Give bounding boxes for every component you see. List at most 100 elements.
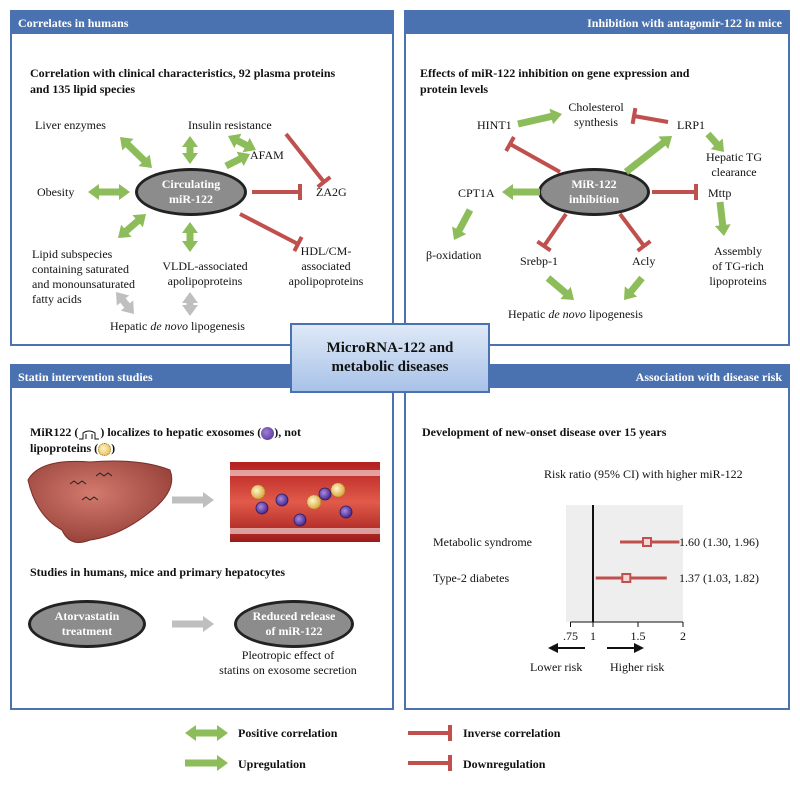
arrow-lrp1 (623, 136, 672, 175)
exosome-particle (275, 493, 289, 507)
lipoprotein-particle (250, 484, 266, 500)
label-lipid-subspecies: Lipid subspecies containing saturated an… (32, 247, 135, 306)
arrow-srebp-hepatic (545, 275, 574, 300)
legend-upregulation-icon (185, 755, 228, 771)
arrow-atorvastatin (172, 616, 214, 632)
panel-header-risk: Association with disease risk (406, 366, 788, 388)
label-lrp1: LRP1 (677, 118, 706, 132)
arrow-vldl (182, 222, 198, 252)
label-liver-enzymes: Liver enzymes (35, 118, 106, 132)
forest-plot-background (566, 505, 683, 622)
label-assembly-tg-lipoproteins: Assembly of TG-rich lipoproteins (709, 244, 767, 288)
vessel-particles (250, 482, 353, 527)
label-hepatic-lipogenesis-humans: Hepatic de novo lipogenesis (110, 319, 245, 333)
inhibit-srebp (536, 212, 568, 253)
higher-risk-arrowhead-icon (634, 643, 644, 653)
label-lower-risk: Lower risk (530, 660, 583, 674)
risk-axis-title: Risk ratio (95% CI) with higher miR-122 (544, 467, 743, 481)
arrow-mir122-afam (224, 151, 250, 170)
blood-vessel-illustration (230, 462, 380, 542)
legend-positive-icon (185, 725, 228, 741)
forest-point-estimate (642, 537, 652, 547)
mice-subtitle: Effects of miR-122 inhibition on gene ex… (420, 66, 690, 96)
exosome-icon (261, 426, 275, 440)
arrow-insulin-afam (228, 133, 256, 153)
inhibit-hdl (239, 212, 304, 253)
exosome-particle (293, 513, 307, 527)
label-beta-oxidation: β-oxidation (426, 248, 482, 262)
legend-inverse-icon (408, 725, 452, 741)
label-insulin-resistance: Insulin resistance (188, 118, 272, 132)
label-afam: AFAM (250, 148, 284, 162)
forest-value-label: 1.37 (1.03, 1.82) (679, 571, 759, 585)
arrow-liver-enzymes (120, 137, 152, 168)
label-cpt1a: CPT1A (458, 186, 495, 200)
lipoprotein-particle (330, 482, 346, 498)
center-title-line2: metabolic diseases (331, 359, 449, 375)
arrow-acly-hepatic (624, 275, 645, 300)
exosome-particle (339, 505, 353, 519)
reduced-release-oval: Reduced release of miR-122 (234, 600, 354, 648)
legend-inverse-label: Inverse correlation (463, 726, 561, 740)
arrow-layer (88, 107, 731, 771)
arrow-beta-oxidation (452, 208, 474, 240)
atorvastatin-oval: Atorvastatin treatment (28, 600, 146, 648)
inhibit-hint1 (504, 136, 561, 174)
forest-tick-label: 2 (680, 629, 686, 643)
label-za2g: ZA2G (316, 185, 347, 199)
inhibit-za2g (252, 184, 302, 200)
forest-category-label: Metabolic syndrome (433, 535, 532, 549)
center-title-box: MicroRNA-122 and metabolic diseases (290, 323, 490, 393)
forest-tick-label: .75 (563, 629, 578, 643)
studies-subtitle: Studies in humans, mice and primary hepa… (30, 565, 286, 579)
mir122-inhibition-oval: MiR-122 inhibition (538, 168, 650, 216)
exosome-particle (318, 487, 332, 501)
arrow-assembly (714, 201, 731, 236)
mirna-symbol-icon (78, 428, 100, 440)
label-pleiotropic-effect: Pleotropic effect of statins on exosome … (219, 648, 357, 677)
panel-disease-risk: Association with disease risk (404, 364, 790, 710)
legend-downregulation-icon (408, 755, 452, 771)
forest-point-estimate (621, 573, 632, 583)
inhibit-acly (618, 212, 652, 253)
label-hdl-apolipoproteins: HDL/CM- associated apolipoproteins (288, 244, 364, 288)
label-hepatic-lipogenesis-mice: Hepatic de novo lipogenesis (508, 307, 643, 321)
label-srebp1: Srebp-1 (520, 254, 558, 268)
forest-ticks: .75 1 1.5 2 (563, 622, 686, 643)
label-obesity: Obesity (37, 185, 75, 199)
center-title-line1: MicroRNA-122 and (326, 340, 454, 356)
forest-category-label: Type-2 diabetes (433, 571, 509, 585)
circulating-mir122-oval: Circulating miR-122 (135, 168, 247, 216)
forest-rows: Metabolic syndrome 1.60 (1.30, 1.96) Type-… (433, 535, 759, 585)
arrow-hepatic-tg (705, 131, 724, 152)
lipoprotein-icon (98, 442, 112, 456)
forest-tick-label: 1 (590, 629, 596, 643)
forest-tick-label: 1.5 (631, 629, 646, 643)
legend-positive-label: Positive correlation (238, 726, 338, 740)
label-hint1: HINT1 (477, 118, 512, 132)
panel-header-mice: Inhibition with antagomir-122 in mice (406, 12, 788, 34)
arrow-insulin-resistance (182, 136, 198, 164)
inhibit-mttp (652, 184, 698, 200)
arrow-liver-vessel (172, 492, 214, 508)
legend-upregulation-label: Upregulation (238, 757, 306, 771)
inhibit-lrp1-cholesterol (630, 107, 669, 125)
inhibit-afam-za2g (284, 132, 332, 189)
label-acly: Acly (632, 254, 656, 268)
arrow-lipid-hepatic (116, 292, 134, 314)
arrow-vldl-hepatic (182, 292, 198, 316)
lipoprotein-particle (306, 494, 322, 510)
exosome-particle (255, 501, 269, 515)
forest-value-label: 1.60 (1.30, 1.96) (679, 535, 759, 549)
statin-localization-text: MiR122 () localizes to hepatic exosomes … (30, 425, 301, 456)
arrow-obesity (88, 184, 130, 200)
label-mttp: Mttp (708, 186, 732, 200)
liver-illustration (27, 460, 173, 543)
lower-risk-arrowhead-icon (548, 643, 558, 653)
legend-downregulation-label: Downregulation (463, 757, 546, 771)
label-higher-risk: Higher risk (610, 660, 665, 674)
humans-subtitle: Correlation with clinical characteristic… (30, 66, 336, 96)
label-vldl-apolipoproteins: VLDL-associated apolipoproteins (162, 259, 248, 288)
label-cholesterol-synthesis: Cholesterol synthesis (568, 100, 624, 129)
